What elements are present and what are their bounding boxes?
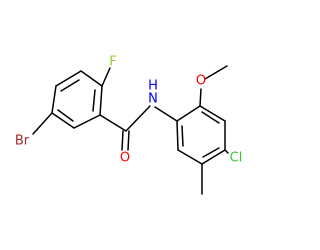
bond [99,114,127,132]
bond [51,112,75,129]
atom-label-amide-oxygen: O [120,151,130,166]
bond [204,65,228,80]
bond [125,105,151,132]
bonds [32,65,229,195]
atom-labels: F Br O N H O Cl [15,55,242,166]
chemical-structure: F Br O N H O Cl [15,55,242,195]
atom-label-amide-hydrogen: H [148,79,158,94]
bond [176,120,179,151]
bond [202,147,220,158]
bond [201,111,220,124]
atom-label-bromine: Br [15,134,30,149]
bond [101,67,111,87]
bond [51,85,57,114]
bond [154,106,178,122]
bond [121,130,124,151]
bond [92,89,96,112]
atom-label-amide-nitrogen: N [148,92,158,107]
bond [73,114,101,129]
bond [224,149,229,154]
bond [57,109,74,122]
bond [32,112,53,135]
bond [199,105,226,122]
atom-label-chlorine: Cl [230,151,243,166]
bond [176,105,201,122]
atom-label-methoxy-oxygen: O [196,74,206,89]
bond [80,70,103,87]
atom-label-fluorine: F [109,55,116,70]
bond [127,130,130,151]
bond [55,70,82,87]
bond [199,88,202,107]
bond [177,149,203,165]
bond [60,79,80,92]
bond [99,85,103,116]
bond [201,149,226,165]
bond [181,125,184,147]
